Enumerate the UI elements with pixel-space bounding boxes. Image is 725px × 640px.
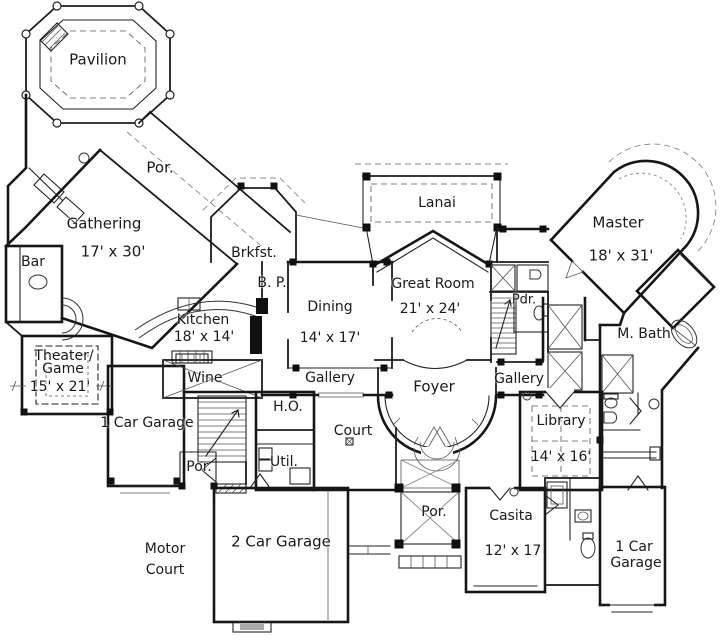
room-label-south-porch: Por.	[421, 504, 447, 520]
room-label-gallery-west: Gallery	[305, 370, 355, 386]
room-label-upper-porch: Por.	[146, 158, 174, 177]
room-label-kitchen: Kitchen	[176, 312, 230, 328]
room-label-master: Master	[592, 213, 644, 232]
room-label-home-office: H.O.	[273, 399, 303, 415]
room-label-theater-line1: Theater/	[34, 348, 94, 364]
room-label-motor-court-line1: Motor	[144, 541, 186, 557]
room-label-dining: Dining	[307, 299, 353, 315]
room-label-garage-east-line1: 1 Car	[615, 539, 653, 555]
room-label-gathering: Gathering	[66, 214, 142, 233]
room-label-foyer: Foyer	[413, 377, 455, 396]
room-label-gallery-east: Gallery	[494, 371, 544, 387]
room-label-great-room: Great Room	[391, 276, 475, 292]
room-dims-gathering: 17' x 30'	[80, 242, 146, 261]
room-dims-kitchen: 18' x 14'	[173, 329, 235, 345]
room-label-library: Library	[536, 413, 586, 429]
room-label-utility: Util.	[270, 454, 298, 470]
room-label-garage-2car: 2 Car Garage	[231, 532, 331, 551]
room-label-casita: Casita	[489, 508, 533, 524]
room-label-garage-east-line2: Garage	[610, 555, 662, 571]
room-label-lanai: Lanai	[418, 195, 456, 211]
room-dims-master: 18' x 31'	[588, 246, 654, 265]
room-label-motor-court-line2: Court	[145, 562, 185, 578]
room-dims-great-room: 21' x 24'	[399, 301, 461, 317]
room-label-court: Court	[333, 423, 373, 439]
room-label-wine: Wine	[187, 370, 223, 386]
room-label-breakfast: Brkfst.	[231, 245, 277, 261]
room-label-pavilion: Pavilion	[69, 50, 127, 69]
room-label-master-bath: M. Bath	[617, 326, 671, 342]
room-label-theater-line2: Game	[42, 361, 84, 377]
room-label-powder: Pdr.	[511, 292, 537, 308]
room-label-butlers-pantry: B. P.	[257, 275, 287, 291]
room-dims-theater: 15' x 21'	[29, 379, 91, 395]
room-label-garage-west: 1 Car Garage	[100, 415, 194, 431]
room-label-west-porch: Por.	[186, 459, 212, 475]
room-label-bar: Bar	[21, 254, 45, 270]
room-dims-library: 14' x 16'	[530, 449, 592, 465]
room-dims-casita: 12' x 17	[484, 543, 542, 559]
room-dims-dining: 14' x 17'	[299, 330, 361, 346]
